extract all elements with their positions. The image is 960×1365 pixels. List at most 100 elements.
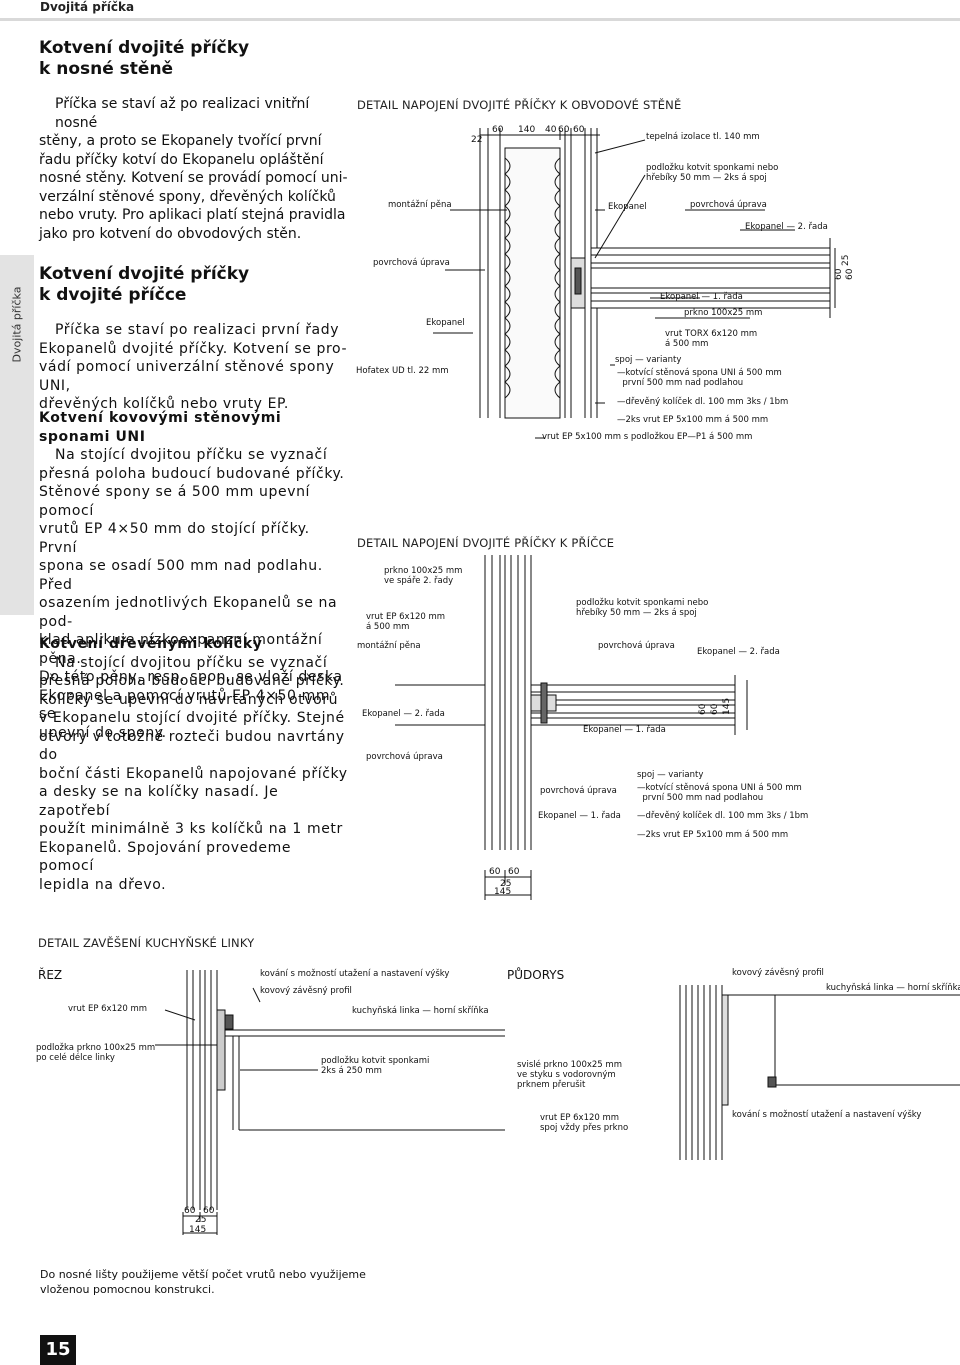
label-vrut-spoj: vrut EP 6x120 mm spoj vždy přes prkno <box>540 1113 629 1133</box>
label-vrut-torx: vrut TORX 6x120 mm á 500 mm <box>665 329 758 349</box>
label-vrut-ep-6x120: vrut EP 6x120 mm á 500 mm <box>366 612 446 632</box>
text-line: osazením jednotlivých Ekopanelů se na po… <box>39 595 338 630</box>
label-povrchova-uprava: povrchová úprava <box>690 200 767 210</box>
label-drevene-kolicek: —dřevěný kolíček dl. 100 mm 3ks / 1bm <box>617 397 789 407</box>
dim-label: 60 <box>573 125 585 135</box>
label-vrut-ep: vrut EP 5x100 mm s podložkou EP—P1 á 500… <box>542 432 753 442</box>
text-line: přesná poloha budoucí budované příčky. <box>39 465 345 482</box>
text-line: verzální stěnové spony, dřevěných kolíčk… <box>39 188 336 205</box>
page-header: Dvojitá příčka <box>0 0 960 18</box>
label-kovani: kování s možností utažení a nastavení vý… <box>260 969 450 979</box>
label-montazni-pena-2: montážní pěna <box>357 641 421 651</box>
text-line: použít minimálně 3 ks kolíčků na 1 metr <box>39 821 343 837</box>
text-line: Kolíčky se upevní do navrtaných otvorů <box>39 691 339 708</box>
label-povrchova-uprava-l: povrchová úprava <box>366 752 443 762</box>
section-title: Kotvení dvojité příčky <box>39 38 250 58</box>
header-divider <box>0 18 960 21</box>
label-montazni-pena: montážní pěna <box>388 200 452 210</box>
section-nosna-stena: Kotvení dvojité příčky k nosné stěně <box>39 38 339 80</box>
text-line: Do této pěny, resp. spon, se vloží deska <box>39 669 343 685</box>
dim-label: 60 <box>492 125 504 135</box>
text-line: vrutů EP 4×50 mm do stojící příčky. Prvn… <box>39 521 310 556</box>
detail2-drawing: 60 60 25 145 60 60 145 <box>395 555 748 900</box>
label-kuchynska-linka: kuchyňská linka — horní skříňka <box>352 1006 489 1016</box>
dim-label: 60 <box>845 268 855 280</box>
text-line: nebo vruty. Pro aplikaci platí stejná pr… <box>39 207 346 223</box>
label-kotvici-spona: —kotvící stěnová spona UNI á 500 mm prvn… <box>617 368 782 388</box>
label-vrut-ep-6x120-3: vrut EP 6x120 mm <box>68 1004 148 1014</box>
text-line: vádí pomocí univerzální stěnové spony UN… <box>39 359 335 394</box>
dim-label: 60 <box>184 1206 196 1216</box>
subsection-title: Kotvení kovovými stěnovými <box>39 410 282 426</box>
text-line: klad aplikuje nízkoexpanzní montážní pěn… <box>39 632 323 667</box>
label-prkno-spare: prkno 100x25 mm ve spáře 2. řady <box>384 566 463 586</box>
label-podlozka-sponkami: podložku kotvit sponkami 2ks á 250 mm <box>321 1056 430 1076</box>
subsection-title: Kotvení dřevěnými kolíčky <box>39 636 263 652</box>
label-drevene-kolicek-2: —dřevěný kolíček dl. 100 mm 3ks / 1bm <box>637 811 809 821</box>
label-kotvici-spona-2: —kotvící stěnová spona UNI á 500 mm prvn… <box>637 783 802 803</box>
dim-label: 145 <box>722 698 732 715</box>
text-line: upevní do spony. <box>39 724 167 741</box>
label-podlozka: podložku kotvit sponkami nebo hřebíky 50… <box>646 163 779 183</box>
section-title: Kotvení dvojité příčky <box>39 264 250 284</box>
dim-label: 25 <box>500 879 511 889</box>
text-line: Na stojící dvojitou příčku se vyznačí <box>55 654 328 671</box>
text-line: stěny, a proto se Ekopanely tvořící prvn… <box>39 133 322 149</box>
dim-label: 60 <box>710 703 720 715</box>
detail3-rez-drawing: 60 60 25 145 <box>155 970 505 1235</box>
dim-label: 60 <box>508 867 520 877</box>
dim-label: 145 <box>494 887 511 897</box>
label-kovani-r: kování s možností utažení a nastavení vý… <box>732 1110 922 1120</box>
label-vrut-2ks-2: —2ks vrut EP 5x100 mm á 500 mm <box>637 830 789 840</box>
section-drevene-kolicky: Kotvení dřevěnými kolíčky Na stojící dvo… <box>39 635 349 894</box>
section-nosna-stena-text: Příčka se staví až po realizaci vnitřní … <box>39 95 349 243</box>
page-number: 15 <box>40 1335 76 1365</box>
section-title: k dvojité příčce <box>39 285 187 305</box>
label-spoj-varianty: spoj — varianty <box>615 355 682 365</box>
dim-label: 60 <box>558 125 570 135</box>
subsection-title: sponami UNI <box>39 428 146 445</box>
label-podlozka-2: podložku kotvit sponkami nebo hřebíky 50… <box>576 598 709 618</box>
section-dvojita-pricka: Kotvení dvojité příčky k dvojité příčce <box>39 264 339 306</box>
text-line: Ekopanelů. Spojování provedeme pomocí <box>39 839 292 875</box>
label-ekopanel-2-rada-l: Ekopanel — 2. řada <box>362 709 445 719</box>
footnote-line: Do nosné lišty použijeme větší počet vru… <box>40 1268 366 1281</box>
text-line: Na stojící dvojitou příčku se vyznačí <box>55 447 328 463</box>
dim-label: 40 <box>545 125 557 135</box>
text-line: spona se osadí 500 mm nad podlahu. Před <box>39 558 323 593</box>
side-tab <box>0 255 34 615</box>
dim-label: 60 <box>203 1206 215 1216</box>
label-ekopanel-1-rada-b: Ekopanel — 1. řada <box>538 811 621 821</box>
text-line: otvory v totožné rozteči budou navrtány … <box>39 728 345 764</box>
dim-label: 25 <box>841 255 851 266</box>
text-line: přesná poloha budoucí budované příčky. <box>39 673 345 689</box>
dim-label: 25 <box>195 1215 206 1225</box>
section-pudorys-label: PŮDORYS <box>507 968 565 982</box>
label-ekopanel-2-rada-r: Ekopanel — 2. řada <box>697 647 780 657</box>
detail1-caption: DETAIL NAPOJENÍ DVOJITÉ PŘÍČKY K OBVODOV… <box>357 98 682 112</box>
detail3-pudorys-drawing <box>679 985 960 1160</box>
text-line: Příčka se staví až po realizaci vnitřní … <box>55 96 310 131</box>
side-tab-label: Dvojitá příčka <box>10 286 24 363</box>
text-line: Ekopanelů dvojité příčky. Kotvení se pro… <box>39 340 348 357</box>
text-line: Stěnové spony se á 500 mm upevní pomocí <box>39 484 311 519</box>
label-kovovy-profil-r: kovový závěsný profil <box>732 968 824 978</box>
label-ekopanel-2-rada: Ekopanel — 2. řada <box>745 222 828 232</box>
text-line: lepidla na dřevo. <box>39 876 167 893</box>
text-line: v Ekopanelu stojící dvojité příčky. Stej… <box>39 710 345 726</box>
label-ekopanel-1-rada: Ekopanel — 1. řada <box>660 292 743 302</box>
label-prkno: prkno 100x25 mm <box>684 308 763 318</box>
label-svisle-prkno: svislé prkno 100x25 mm ve styku s vodoro… <box>517 1060 622 1090</box>
text-line: jako pro kotvení do obvodových stěn. <box>39 225 302 242</box>
label-ekopanel-1-rada: Ekopanel — 1. řada <box>583 725 666 735</box>
text-line: boční části Ekopanelů napojované příčky <box>39 765 348 782</box>
footnote-line: vloženou pomocnou konstrukci. <box>40 1283 215 1296</box>
label-povrchova-uprava-left: povrchová úprava <box>373 258 450 268</box>
section-dvojita-pricka-text: Příčka se staví po realizaci první řady … <box>39 321 349 414</box>
label-ekopanel: Ekopanel <box>608 202 647 212</box>
dim-label: 60 <box>489 867 501 877</box>
label-povrchova-uprava-r: povrchová úprava <box>598 641 675 651</box>
label-tepelna-izolace: tepelná izolace tl. 140 mm <box>646 132 760 142</box>
text-line: Příčka se staví po realizaci první řady <box>55 322 340 338</box>
label-hofatex: Hofatex UD tl. 22 mm <box>356 366 449 376</box>
